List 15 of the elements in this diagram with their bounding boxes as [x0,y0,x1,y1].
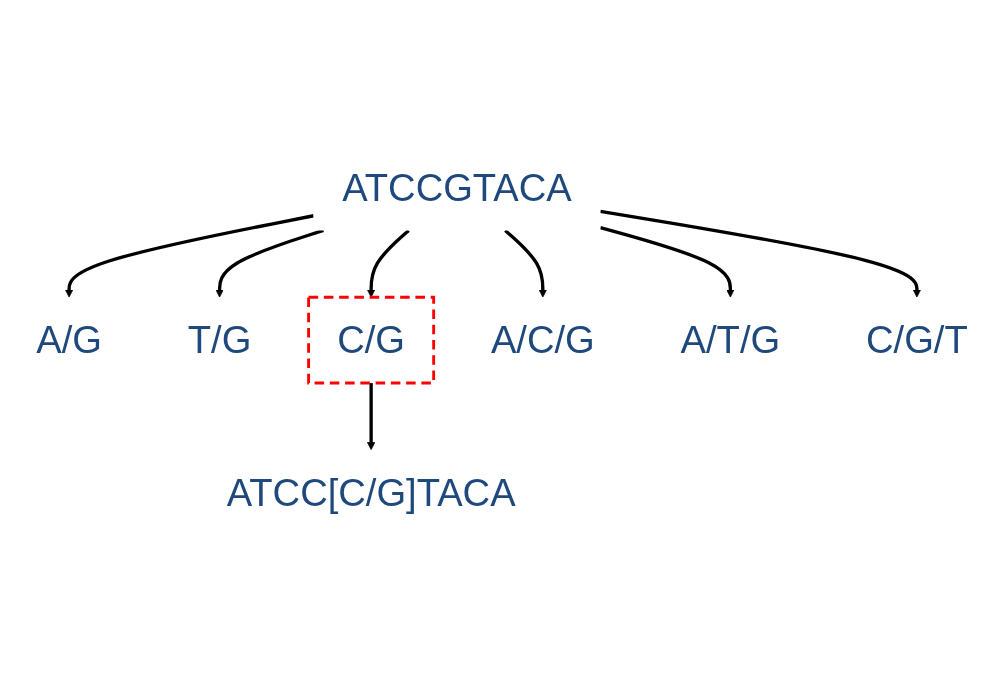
node-box: C/G [307,295,436,385]
arrow [64,213,314,298]
node-text: C/G/T [866,319,968,361]
arrow [215,228,324,298]
node-text: T/G [187,319,252,361]
node-text: ATCC[C/G]TACA [226,471,516,514]
node-text: A/G [36,319,102,361]
arrow [599,225,735,298]
arrow [366,229,410,298]
node-text: A/C/G [490,319,595,361]
arrow [600,209,922,298]
node-text: ATCCGTACA [342,166,572,209]
arrow [366,382,376,451]
arrow [504,229,547,298]
node-text: A/T/G [680,319,781,361]
